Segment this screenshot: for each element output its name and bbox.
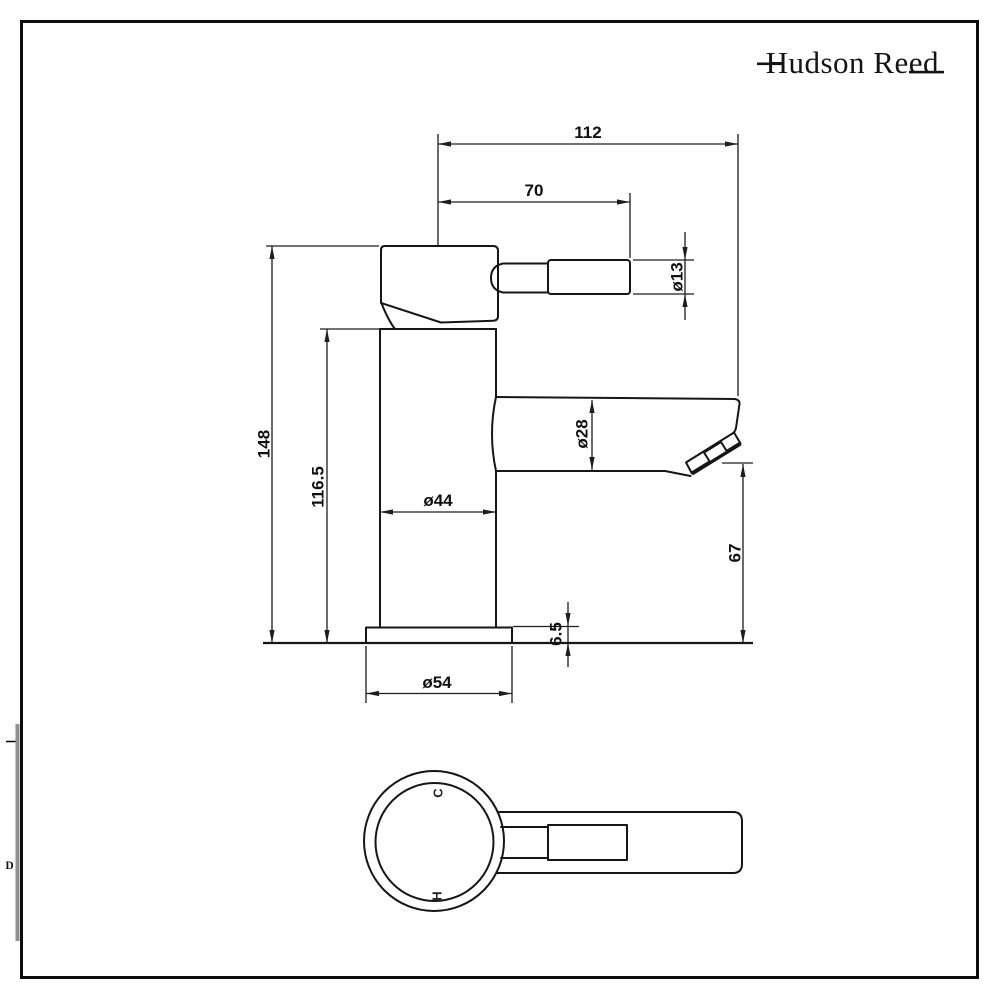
base-plate <box>365 626 513 643</box>
zone-label: D <box>5 860 13 872</box>
dim-label-116-5: 116.5 <box>309 466 328 508</box>
arrowhead <box>682 294 688 307</box>
arrowhead <box>589 400 595 413</box>
logo-text: Hudson Reed <box>766 45 939 80</box>
arrowhead <box>324 329 330 342</box>
side-elevation-view <box>263 245 753 645</box>
arrowhead <box>589 457 595 470</box>
logo-dash <box>757 62 784 66</box>
arrowhead <box>617 199 630 205</box>
dimension-overall-projection: 112 <box>437 123 739 396</box>
dimension-lever-diameter: ø13 <box>633 232 694 320</box>
sheet-edge-strip: D <box>5 724 20 941</box>
dim-label-d54: ø54 <box>422 673 452 692</box>
dim-label-d28: ø28 <box>573 419 592 448</box>
arrowhead <box>438 199 451 205</box>
arrowhead <box>565 613 571 626</box>
spout-bottom-edge <box>495 470 692 477</box>
dim-label-67: 67 <box>726 544 745 563</box>
dimension-body-height: 116.5 <box>309 328 379 643</box>
tap-handle-head <box>380 245 499 324</box>
edge-strip-bar <box>15 724 20 941</box>
dimension-overall-height: 148 <box>255 245 379 643</box>
arrowhead <box>380 509 393 515</box>
arrowhead <box>366 690 379 697</box>
dimension-outlet-height: 67 <box>722 462 753 643</box>
plan-body-circle <box>374 782 495 902</box>
arrowhead <box>483 509 496 515</box>
logo-underscore <box>909 70 944 74</box>
arrowhead <box>682 247 688 260</box>
cold-indicator-label: C <box>431 788 446 798</box>
dimension-body-diameter: ø44 <box>380 491 496 515</box>
dimension-lever-projection: 70 <box>438 181 631 258</box>
lever-neck <box>490 262 549 294</box>
dimension-base-diameter: ø54 <box>365 646 513 703</box>
dim-label-6-5: 6.5 <box>547 622 566 646</box>
dim-label-148: 148 <box>255 430 274 458</box>
arrowhead <box>269 630 275 643</box>
dim-label-d13: ø13 <box>668 262 687 291</box>
handle-joint-arc <box>380 301 396 330</box>
arrowhead <box>324 630 330 643</box>
dim-label-d44: ø44 <box>423 491 453 510</box>
dimension-base-thickness: 6.5 <box>513 602 579 667</box>
dimension-spout-diameter: ø28 <box>573 400 595 470</box>
hot-indicator-label: H <box>430 891 445 900</box>
plan-lever-grip <box>547 824 628 861</box>
arrowhead <box>725 141 738 147</box>
plan-view: C H <box>363 770 743 912</box>
sheet-border <box>20 20 979 979</box>
arrowhead <box>269 246 275 259</box>
dim-label-70: 70 <box>525 181 544 200</box>
brand-logo: Hudson Reed <box>757 45 944 80</box>
arrowhead <box>438 141 451 147</box>
tap-body-right-edge <box>491 328 497 627</box>
arrowhead <box>740 464 746 477</box>
arrowhead <box>565 643 571 656</box>
lever-grip <box>547 259 631 295</box>
arrowhead <box>499 690 512 697</box>
aerator-notch <box>703 441 728 463</box>
arrowhead <box>740 630 746 643</box>
dim-label-112: 112 <box>574 123 601 142</box>
